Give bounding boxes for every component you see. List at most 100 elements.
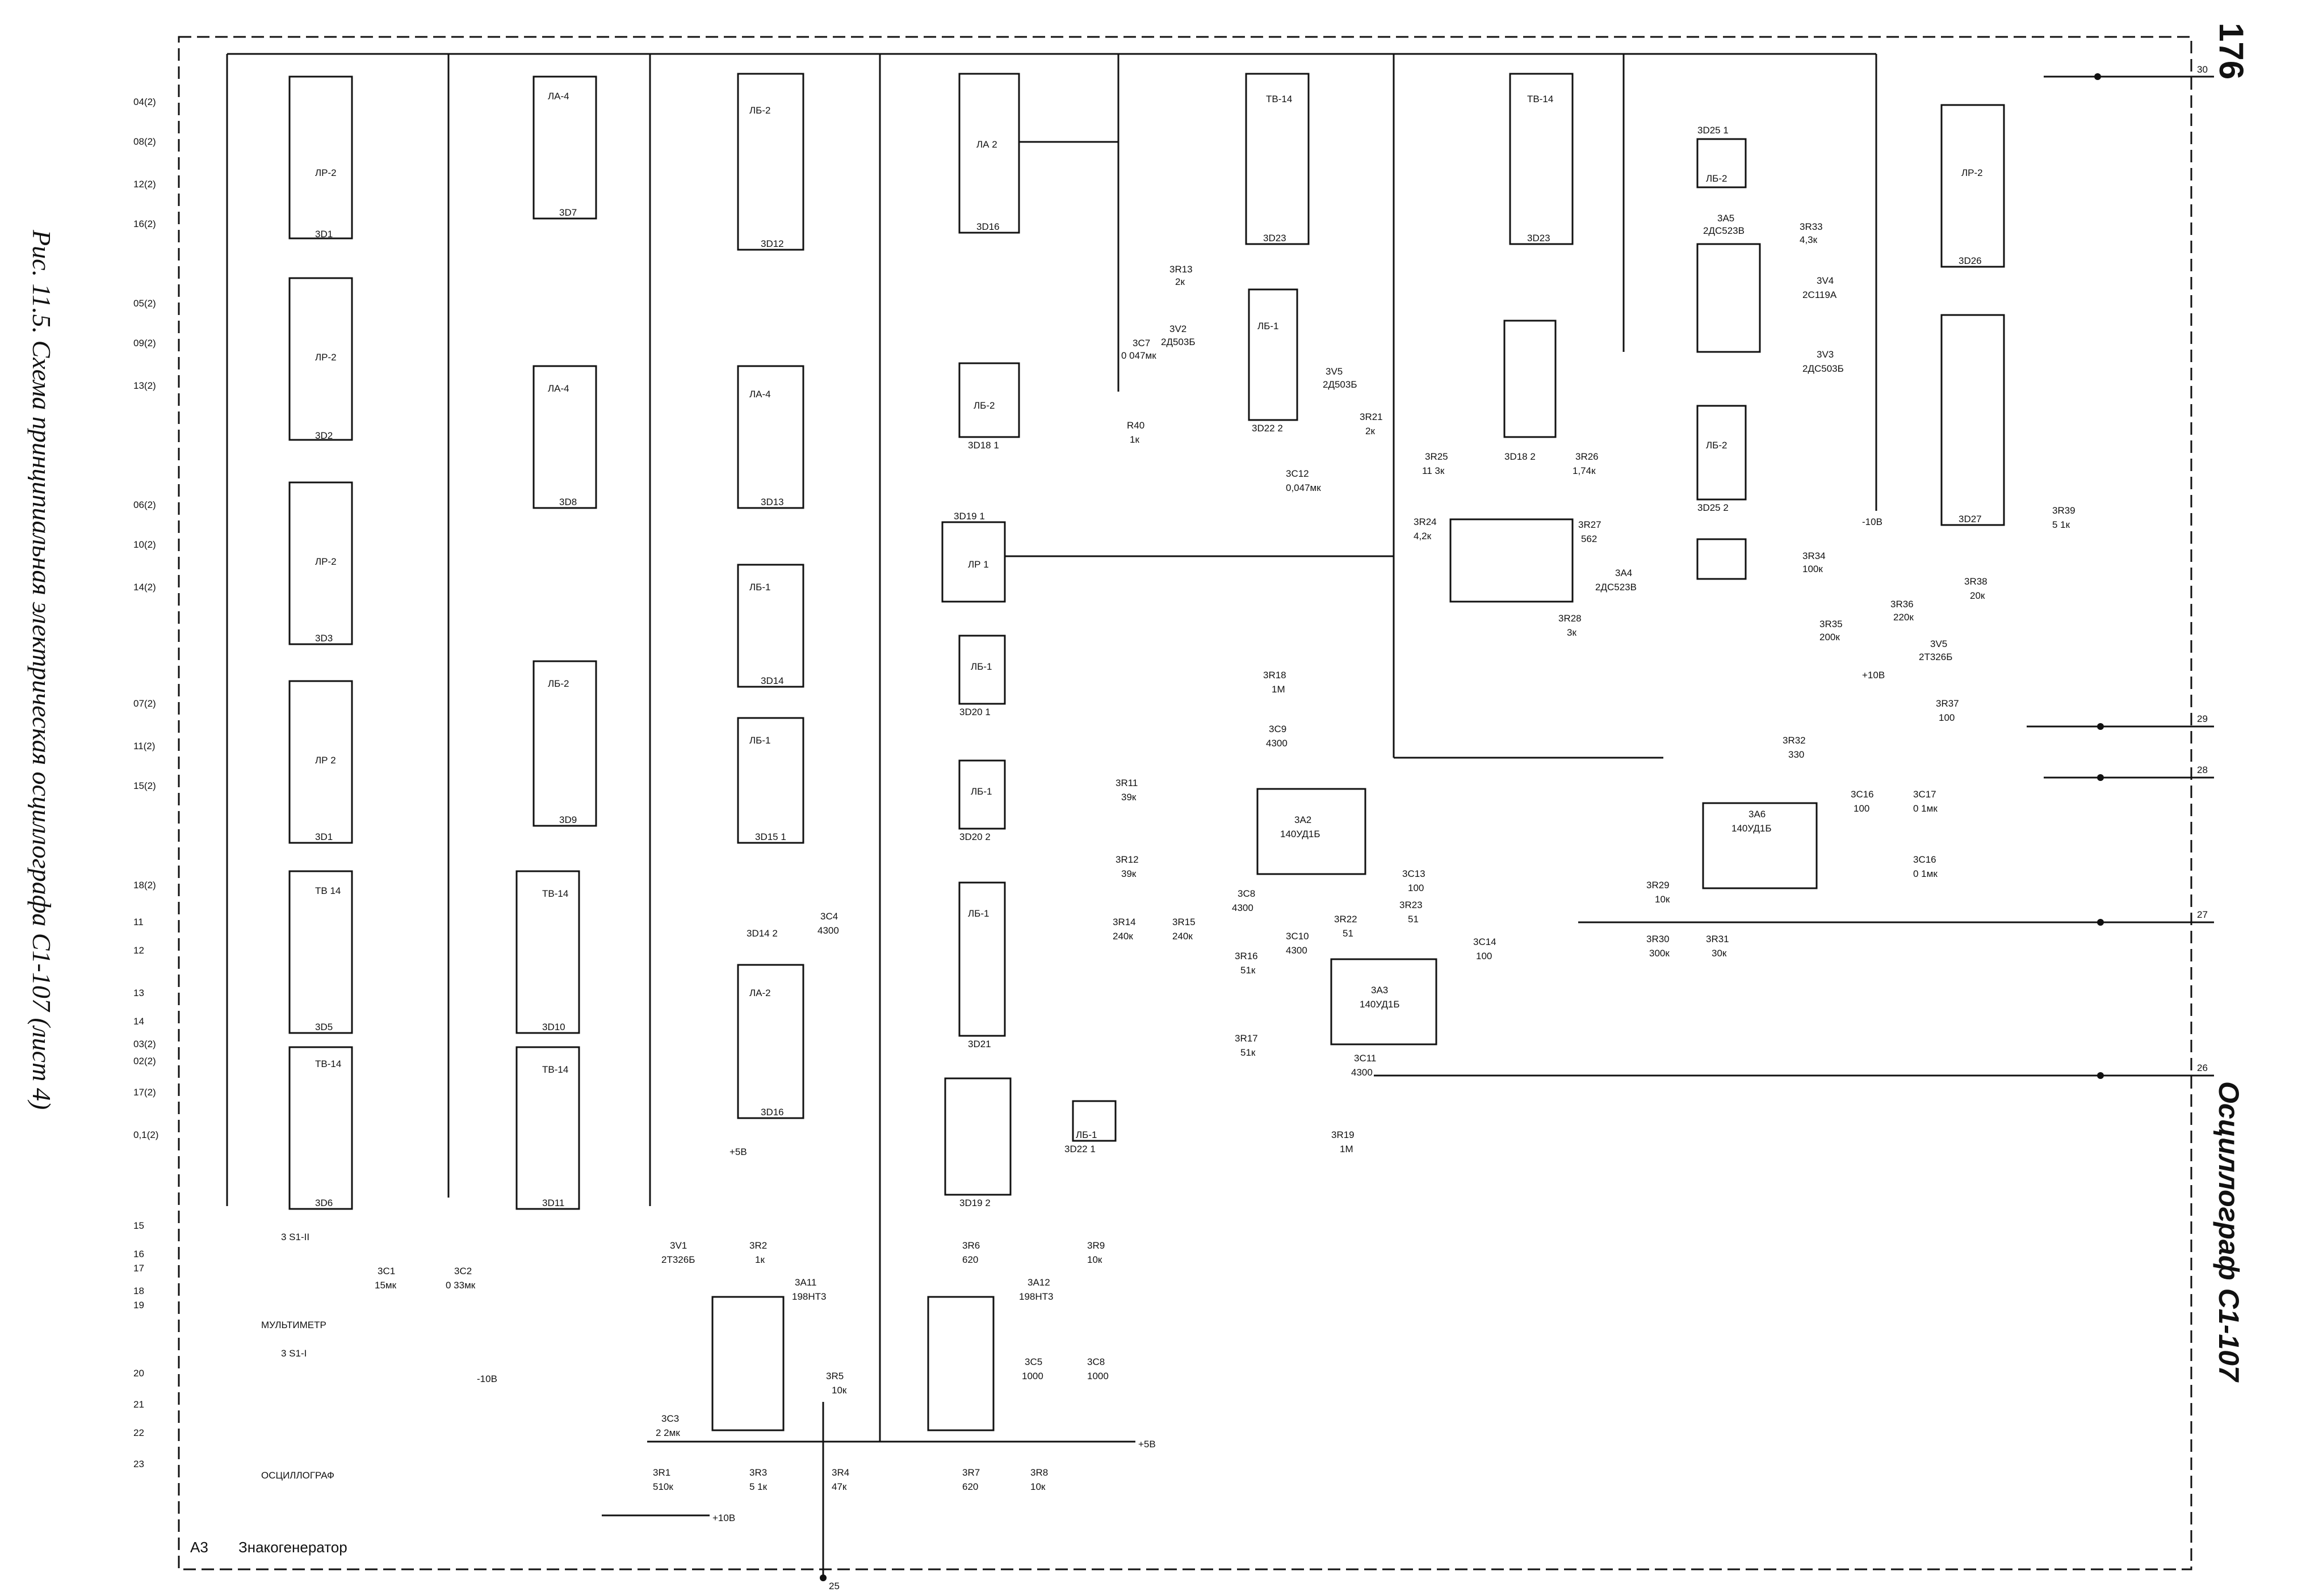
diode-3V3-type: 2ДС503Б (1802, 363, 1844, 374)
res-3R11: 3R11 (1116, 778, 1138, 788)
ic-3D9 (532, 660, 597, 827)
gate-3D1: 3D1 (315, 229, 333, 240)
res-3R27-val: 562 (1581, 534, 1597, 544)
array-3A5-type: 2ДС523В (1703, 225, 1745, 236)
res-3R33-val: 4,3к (1800, 234, 1818, 245)
gate-3D1b: 3D1 (315, 831, 333, 842)
res-3R36: 3R36 (1890, 599, 1914, 610)
res-3R18: 3R18 (1263, 670, 1286, 681)
res-3R15-val: 240к (1172, 931, 1193, 942)
supply-m10v: -10В (477, 1374, 497, 1384)
res-3R11-val: 39к (1121, 792, 1137, 803)
supply-p10v-b: +10В (1862, 670, 1885, 681)
res-3R7-val: 620 (962, 1481, 978, 1492)
res-3R8-val: 10к (1030, 1481, 1046, 1492)
gate-3D9-type: ЛБ-2 (548, 678, 569, 689)
zener-3V4-type: 2С119А (1802, 289, 1837, 300)
cap-3C8b-val: 1000 (1087, 1371, 1109, 1381)
gate-3D8-type: ЛА-4 (548, 383, 569, 394)
gate-3D14-type: ЛБ-1 (749, 582, 770, 593)
opamp-3A2-ref: 3A2 (1294, 814, 1311, 825)
switch-s1-i: 3 S1-I (281, 1348, 307, 1359)
res-3R32: 3R32 (1783, 735, 1806, 746)
res-3R29: 3R29 (1646, 880, 1670, 891)
ic-3D25-2 (1696, 405, 1747, 501)
opamp-3A3 (1330, 958, 1437, 1045)
res-3R15: 3R15 (1172, 917, 1196, 927)
ic-3D1b (288, 680, 353, 844)
res-3R18-val: 1М (1272, 684, 1285, 695)
res-3R5: 3R5 (826, 1371, 844, 1381)
ic-3D19-1 (941, 521, 1006, 603)
out-25: 25 (829, 1581, 840, 1591)
gate-3D12-type: ЛБ-2 (749, 105, 770, 116)
in-03: 03(2) (133, 1039, 156, 1049)
out-27: 27 (2197, 909, 2208, 920)
gate-3D19-1-type: ЛР 1 (968, 559, 989, 570)
res-3R27: 3R27 (1578, 519, 1601, 530)
opamp-3A6-type: 140УД1Б (1731, 823, 1772, 834)
cap-3C16a-val: 100 (1854, 803, 1869, 814)
gate-3D7-type: ЛА-4 (548, 91, 569, 102)
gate-3D13-type: ЛА-4 (749, 389, 771, 400)
ic-3D14 (737, 564, 804, 688)
ic-3D23b (1509, 73, 1574, 245)
supply-p10v: +10В (712, 1513, 735, 1523)
in-15b: 15 (133, 1220, 144, 1231)
res-3R2-val: 1к (755, 1254, 765, 1265)
res-3R37-val: 100 (1939, 712, 1955, 723)
ic-3D2 (288, 277, 353, 441)
terminal-25 (820, 1574, 827, 1581)
ic-3D27 (1940, 314, 2005, 526)
res-3R3: 3R3 (749, 1467, 767, 1478)
supply-5v-top: +5В (729, 1146, 747, 1157)
res-3R14: 3R14 (1113, 917, 1136, 927)
gate-3D2-type: ЛР-2 (315, 352, 337, 363)
gate-3D22-2: 3D22 2 (1252, 423, 1283, 434)
cap-3C17: 3C17 (1913, 789, 1936, 800)
res-3R16: 3R16 (1235, 951, 1258, 961)
gate-3D18-1-type: ЛБ-2 (974, 400, 995, 411)
opamp-3A3-ref: 3A3 (1371, 985, 1388, 996)
in-20: 20 (133, 1368, 144, 1379)
res-3R34-val: 100к (1802, 564, 1823, 574)
cap-3C5: 3C5 (1025, 1356, 1042, 1367)
gate-3D12: 3D12 (761, 238, 784, 249)
res-3R6-val: 620 (962, 1254, 978, 1265)
res-3R22: 3R22 (1334, 914, 1357, 925)
res-3R24-val: 4,2к (1414, 531, 1432, 541)
res-3R39: 3R39 (2052, 505, 2075, 516)
res-3R25: 3R25 (1425, 451, 1448, 462)
opamp-3A3-type: 140УД1Б (1360, 999, 1400, 1010)
gate-3D25-2-type: ЛБ-2 (1706, 440, 1727, 451)
gate-3D1-type: ЛР-2 (315, 167, 337, 178)
res-3R23: 3R23 (1399, 900, 1423, 910)
gate-3D25-1-type: ЛБ-2 (1706, 173, 1727, 184)
gate-3D16b: 3D16 (761, 1107, 784, 1118)
gate-3D20-1-type: ЛБ-1 (971, 661, 992, 672)
label-block: A3 (190, 1539, 208, 1556)
res-3R30: 3R30 (1646, 934, 1670, 944)
opamp-3A6 (1702, 802, 1818, 889)
res-3R29-val: 10к (1655, 894, 1670, 905)
cap-3C8b: 3C8 (1087, 1356, 1105, 1367)
terminal-26 (2097, 1072, 2104, 1079)
transistor-3V1-type: 2Т326Б (661, 1254, 695, 1265)
in-05: 05(2) (133, 298, 156, 309)
in-15: 15(2) (133, 780, 156, 791)
gate-3D2: 3D2 (315, 430, 333, 441)
cap-3C14: 3C14 (1473, 936, 1496, 947)
out-26: 26 (2197, 1062, 2208, 1073)
res-3R39-val: 5 1к (2052, 519, 2070, 530)
gate-3D26-type: ЛР-2 (1961, 167, 1983, 178)
cap-3C9: 3C9 (1269, 724, 1286, 734)
cap-3C8: 3C8 (1238, 888, 1255, 899)
res-3R37: 3R37 (1936, 698, 1959, 709)
res-3R12-val: 39к (1121, 868, 1137, 879)
ic-3D8 (532, 365, 597, 509)
res-3R7: 3R7 (962, 1467, 980, 1478)
terminal-28 (2097, 774, 2104, 781)
cap-3C16b: 3C16 (1913, 854, 1936, 865)
in-18b: 18 (133, 1286, 144, 1296)
